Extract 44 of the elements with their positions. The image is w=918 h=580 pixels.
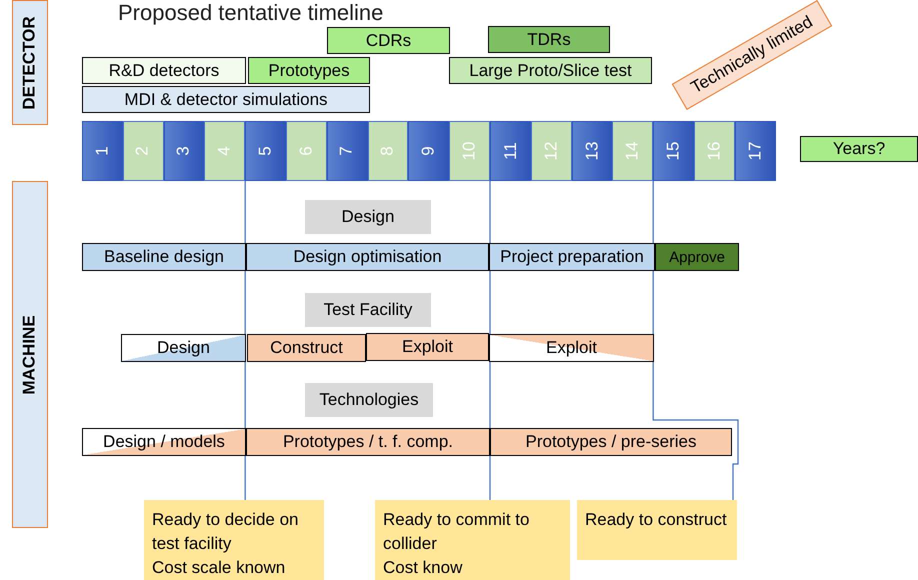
phase-bar: Exploit	[366, 333, 489, 361]
milestone-note: Ready to commit to collider Cost know	[375, 500, 570, 580]
slide-title: Proposed tentative timeline	[118, 0, 384, 26]
phase-bar: Design / models	[82, 428, 246, 456]
milestone-bar: TDRs	[488, 26, 610, 53]
phase-bar: Project preparation	[489, 243, 655, 271]
year-cell: 7	[326, 121, 368, 181]
phase-bar: Baseline design	[82, 243, 246, 271]
phase-bar: Prototypes / pre-series	[490, 428, 732, 456]
phase-bar: Years?	[800, 136, 918, 162]
year-cell: 5	[245, 121, 286, 181]
year-cell: 12	[530, 121, 572, 181]
year-cell: 17	[734, 121, 776, 181]
phase-bar: Prototypes	[248, 57, 370, 84]
phase-bar: Exploit	[489, 334, 654, 362]
year-cell: 9	[408, 121, 450, 181]
year-cell: 8	[368, 121, 408, 181]
year-cell: 15	[653, 121, 694, 181]
year-cell: 4	[204, 121, 246, 181]
section-heading: Technologies	[305, 383, 433, 417]
phase-bar: Design	[121, 334, 246, 362]
year-cell: 13	[572, 121, 612, 181]
phase-bar: R&D detectors	[82, 57, 246, 84]
year-cell: 6	[286, 121, 327, 181]
milestone-bar: Approve	[655, 243, 739, 271]
phase-bar: Prototypes / t. f. comp.	[246, 428, 490, 456]
phase-bar: Design optimisation	[246, 243, 489, 271]
phase-bar: Construct	[247, 334, 366, 362]
section-heading: Test Facility	[305, 293, 431, 327]
milestone-note: Ready to decide on test facility Cost scale known	[144, 500, 324, 580]
year-cell: 3	[164, 121, 204, 181]
phase-bar: MDI & detector simulations	[82, 86, 370, 113]
milestone-bar: CDRs	[327, 27, 450, 54]
year-cell: 11	[490, 121, 531, 181]
year-cell: 16	[694, 121, 735, 181]
side-label: MACHINE	[12, 181, 48, 528]
phase-bar: Large Proto/Slice test	[449, 57, 652, 84]
year-cell: 10	[449, 121, 490, 181]
year-cell: 1	[82, 121, 123, 181]
year-cell: 14	[612, 121, 654, 181]
year-cell: 2	[122, 121, 164, 181]
side-label: DETECTOR	[12, 0, 48, 125]
milestone-note: Ready to construct	[577, 500, 737, 560]
section-heading: Design	[305, 200, 431, 234]
